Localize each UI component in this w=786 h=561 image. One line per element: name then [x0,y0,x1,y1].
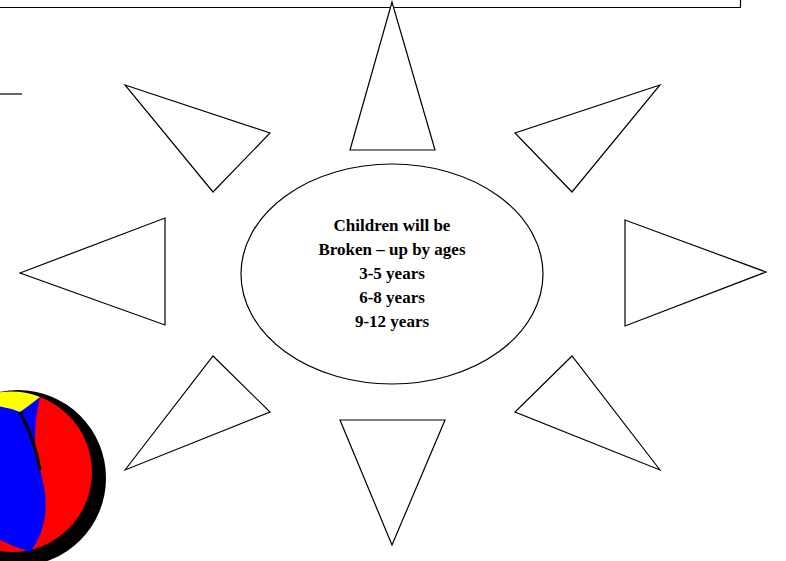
age-group: 9-12 years [355,310,429,334]
sun-ray [20,218,165,325]
sun-ray [515,356,660,470]
age-group: 6-8 years [359,286,425,310]
ellipse-outline [241,164,543,384]
age-group: 3-5 years [359,262,425,286]
ellipse-heading: Children will be Broken – up by ages [306,214,478,262]
cut-off-mark [0,93,22,94]
sun-ray [125,85,270,192]
sun-ray [515,85,660,192]
sun-ray [350,2,435,150]
sun-ray [340,420,445,545]
beach-ball [0,390,106,561]
sun-ray [125,356,270,470]
cut-off-box [0,0,741,8]
center-ellipse: Children will be Broken – up by ages3-5 … [240,163,544,385]
sun-ray [625,220,766,326]
